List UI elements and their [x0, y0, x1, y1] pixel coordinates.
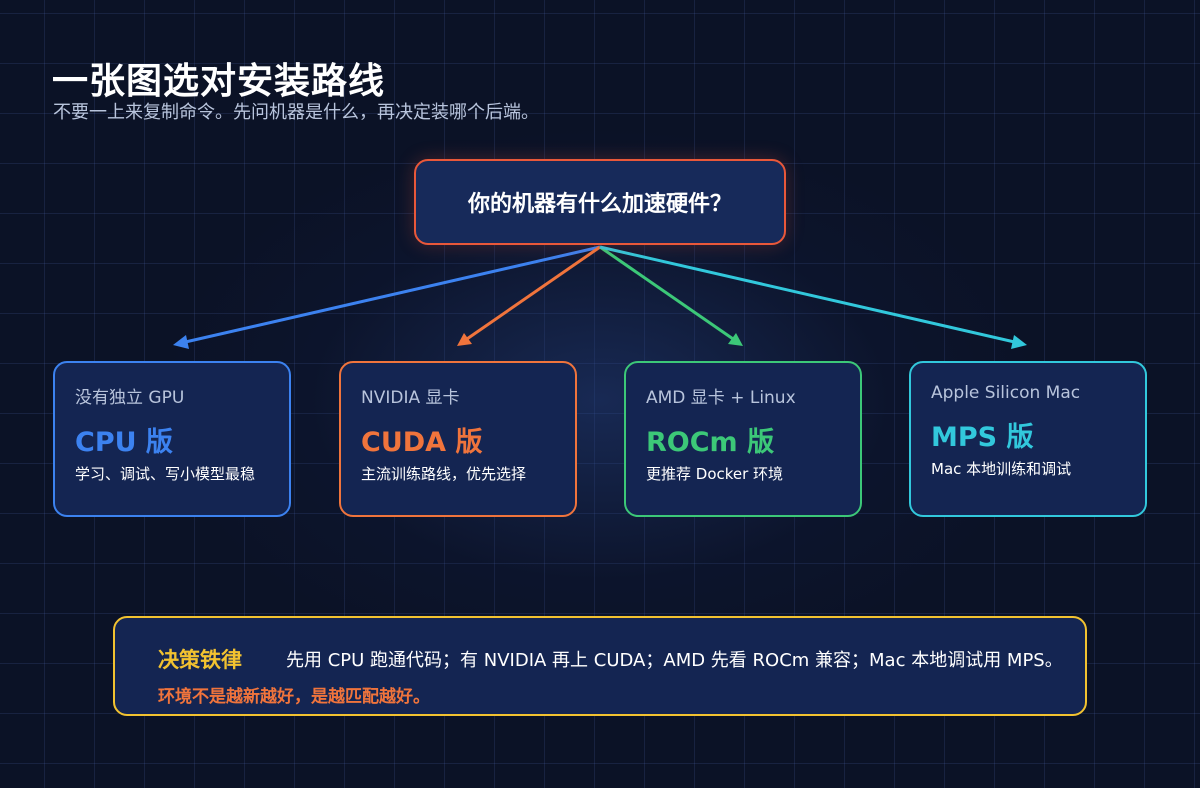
arrow-to-cpu — [180, 245, 601, 345]
arrow-to-mps — [599, 245, 1020, 345]
card-rocm-label: AMD 显卡 + Linux — [646, 388, 796, 408]
card-cuda-label: NVIDIA 显卡 — [361, 388, 460, 408]
card-cpu-name: CPU 版 — [75, 427, 173, 458]
arrow-to-cuda — [463, 245, 601, 343]
arrow-to-rocm — [599, 245, 737, 343]
arrowhead-cpu — [173, 335, 189, 349]
card-cpu: 没有独立 GPU CPU 版 学习、调试、写小模型最稳 — [53, 361, 291, 517]
page-title: 一张图选对安装路线 — [52, 61, 386, 102]
card-cpu-label: 没有独立 GPU — [75, 388, 185, 408]
card-rocm-desc: 更推荐 Docker 环境 — [646, 465, 784, 483]
card-rocm: AMD 显卡 + Linux ROCm 版 更推荐 Docker 环境 — [624, 361, 862, 517]
decision-rule-note: 环境不是越新越好，是越匹配越好。 — [158, 687, 430, 707]
card-cuda-desc: 主流训练路线，优先选择 — [361, 465, 527, 483]
question-box: 你的机器有什么加速硬件？ — [414, 159, 786, 245]
question-text: 你的机器有什么加速硬件？ — [467, 192, 732, 217]
card-rocm-name: ROCm 版 — [646, 427, 775, 458]
arrowhead-mps — [1011, 335, 1027, 349]
card-cuda-name: CUDA 版 — [361, 427, 483, 458]
card-mps: Apple Silicon Mac MPS 版 Mac 本地训练和调试 — [909, 361, 1147, 517]
decision-rule-box: 决策铁律 先用 CPU 跑通代码；有 NVIDIA 再上 CUDA；AMD 先看… — [113, 616, 1087, 716]
card-mps-name: MPS 版 — [931, 422, 1034, 453]
card-cpu-desc: 学习、调试、写小模型最稳 — [75, 465, 256, 483]
arrowhead-rocm — [728, 333, 743, 346]
card-mps-desc: Mac 本地训练和调试 — [931, 460, 1072, 478]
card-mps-label: Apple Silicon Mac — [931, 383, 1081, 403]
page-subtitle: 不要一上来复制命令。先问机器是什么，再决定装哪个后端。 — [53, 102, 539, 123]
decision-rule-tag: 决策铁律 — [158, 648, 242, 672]
decision-rule-text: 先用 CPU 跑通代码；有 NVIDIA 再上 CUDA；AMD 先看 ROCm… — [286, 650, 1063, 671]
arrowhead-cuda — [457, 333, 472, 346]
card-cuda: NVIDIA 显卡 CUDA 版 主流训练路线，优先选择 — [339, 361, 577, 517]
